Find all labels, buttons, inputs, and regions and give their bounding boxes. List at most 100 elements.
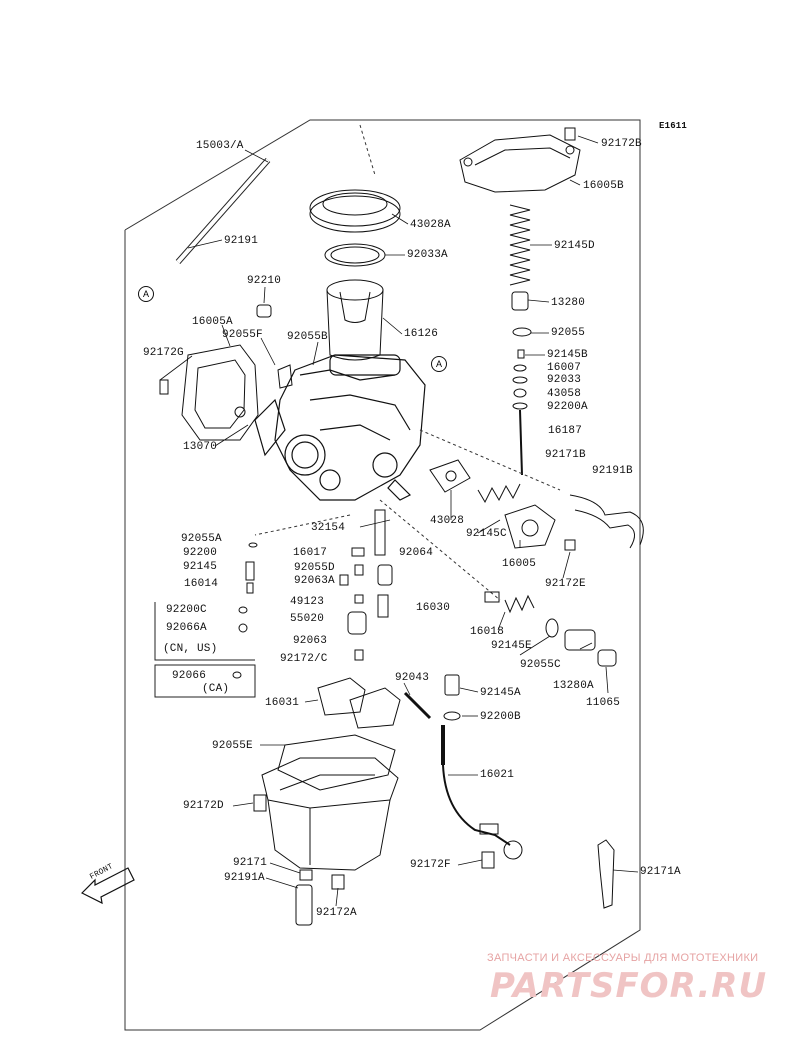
label-92145a: 92145A bbox=[480, 687, 521, 699]
cover-16005 bbox=[504, 504, 556, 549]
label-92171b: 92171B bbox=[545, 449, 586, 461]
region-note-cn-us: (CN, US) bbox=[163, 643, 218, 655]
plug-11065 bbox=[597, 649, 617, 667]
diagram-border bbox=[124, 119, 641, 1031]
rod-15003a bbox=[175, 158, 271, 264]
label-92191: 92191 bbox=[224, 235, 259, 247]
label-92055e: 92055E bbox=[212, 740, 253, 752]
label-92066: 92066 bbox=[172, 670, 207, 682]
holder-13280 bbox=[511, 291, 529, 311]
label-92172c: 92172/C bbox=[280, 653, 328, 665]
screw-92172g bbox=[159, 379, 169, 395]
label-13280: 13280 bbox=[551, 297, 586, 309]
label-16031: 16031 bbox=[265, 697, 300, 709]
diagram-code: E1611 bbox=[659, 121, 688, 131]
label-92200b: 92200B bbox=[480, 711, 521, 723]
label-92145d: 92145D bbox=[554, 240, 595, 252]
label-92172f: 92172F bbox=[410, 859, 451, 871]
screw-92172e bbox=[564, 539, 576, 551]
label-15003a: 15003/A bbox=[196, 140, 244, 152]
label-92055a: 92055A bbox=[181, 533, 222, 545]
label-92043: 92043 bbox=[395, 672, 430, 684]
clip-92145b bbox=[517, 349, 525, 359]
label-92063a: 92063A bbox=[294, 575, 335, 587]
gasket-92055e bbox=[277, 734, 396, 791]
label-92055b: 92055B bbox=[287, 331, 328, 343]
watermark-logo: PARTSFOR.RU bbox=[490, 966, 768, 1006]
front-arrow bbox=[80, 867, 135, 905]
carb-body bbox=[254, 354, 426, 501]
part-92055f bbox=[277, 364, 293, 389]
drain-tube-92191a bbox=[295, 884, 313, 926]
label-11065: 11065 bbox=[586, 697, 621, 709]
label-92191a: 92191A bbox=[224, 872, 265, 884]
label-16187: 16187 bbox=[548, 425, 583, 437]
label-55020: 55020 bbox=[290, 613, 325, 625]
screw-92172f bbox=[481, 851, 495, 869]
slide-16126 bbox=[326, 279, 384, 361]
label-92145c: 92145C bbox=[466, 528, 507, 540]
spring-92145c bbox=[477, 483, 521, 504]
label-16018: 16018 bbox=[470, 626, 505, 638]
label-92055: 92055 bbox=[551, 327, 586, 339]
spring-92145d bbox=[509, 204, 531, 286]
label-92172d: 92172D bbox=[183, 800, 224, 812]
label-43028: 43028 bbox=[430, 515, 465, 527]
label-92191b: 92191B bbox=[592, 465, 633, 477]
cover-16005b bbox=[459, 134, 581, 193]
diaphragm-43028a bbox=[309, 189, 401, 233]
jet-13280a bbox=[564, 629, 596, 651]
tube-16017 bbox=[374, 509, 386, 556]
label-92055c: 92055C bbox=[520, 659, 561, 671]
callout-a-left: A bbox=[138, 286, 154, 302]
label-16021: 16021 bbox=[480, 769, 515, 781]
label-92064: 92064 bbox=[399, 547, 434, 559]
spring-92145e bbox=[504, 594, 535, 614]
label-92172a: 92172A bbox=[316, 907, 357, 919]
cover-16005a bbox=[181, 344, 259, 441]
cable-16021 bbox=[441, 725, 523, 860]
label-92145: 92145 bbox=[183, 561, 218, 573]
label-92210: 92210 bbox=[247, 275, 282, 287]
label-92172g: 92172G bbox=[143, 347, 184, 359]
label-92200a: 92200A bbox=[547, 401, 588, 413]
callout-a-right: A bbox=[431, 356, 447, 372]
label-16007: 16007 bbox=[547, 362, 582, 374]
gasket-43028 bbox=[429, 459, 471, 493]
float-16031 bbox=[317, 677, 401, 729]
label-92033a: 92033A bbox=[407, 249, 448, 261]
label-43058: 43058 bbox=[547, 388, 582, 400]
label-92055d: 92055D bbox=[294, 562, 335, 574]
label-92200: 92200 bbox=[183, 547, 218, 559]
jet-55020 bbox=[347, 611, 367, 635]
label-92145e: 92145E bbox=[491, 640, 532, 652]
screw-92172d bbox=[253, 794, 267, 812]
part-16030 bbox=[377, 564, 393, 586]
label-32154: 32154 bbox=[311, 522, 346, 534]
nut-92210 bbox=[256, 304, 272, 318]
hose-92191b bbox=[569, 494, 644, 546]
label-16017: 16017 bbox=[293, 547, 328, 559]
label-16005b: 16005B bbox=[583, 180, 624, 192]
label-92171a: 92171A bbox=[640, 866, 681, 878]
screw-92172b bbox=[564, 127, 576, 141]
screw-92172a bbox=[331, 874, 345, 890]
label-16030: 16030 bbox=[416, 602, 451, 614]
label-13070: 13070 bbox=[183, 441, 218, 453]
label-92033: 92033 bbox=[547, 374, 582, 386]
label-49123: 49123 bbox=[290, 596, 325, 608]
label-43028a: 43028A bbox=[410, 219, 451, 231]
label-92172e: 92172E bbox=[545, 578, 586, 590]
region-note-ca: (CA) bbox=[202, 683, 230, 695]
label-92200c: 92200C bbox=[166, 604, 207, 616]
label-92063: 92063 bbox=[293, 635, 328, 647]
float-bowl bbox=[261, 757, 399, 871]
label-92066a: 92066A bbox=[166, 622, 207, 634]
label-16126: 16126 bbox=[404, 328, 439, 340]
label-16005: 16005 bbox=[502, 558, 537, 570]
clip-92171a bbox=[597, 839, 615, 909]
label-16014: 16014 bbox=[184, 578, 219, 590]
label-92145b: 92145B bbox=[547, 349, 588, 361]
